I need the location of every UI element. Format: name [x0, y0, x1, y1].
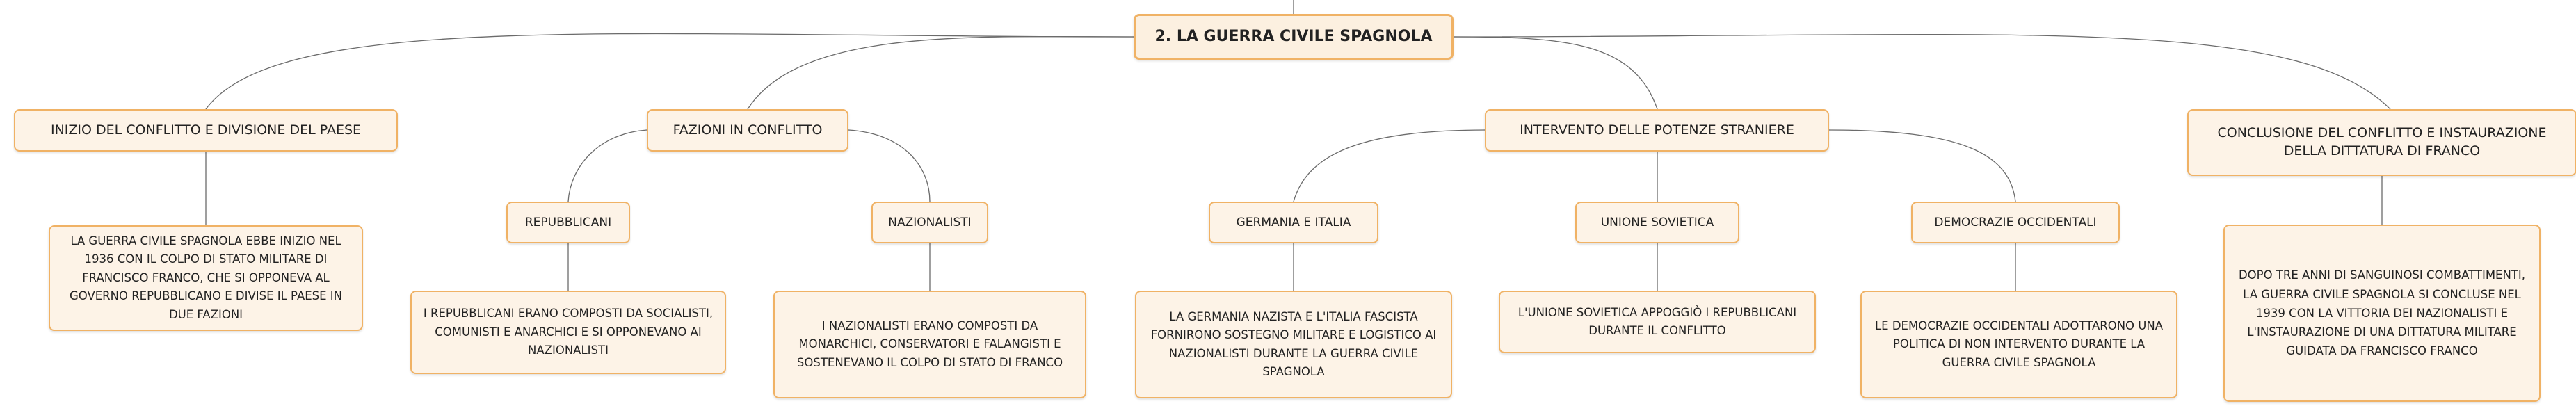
- connector-intervento-germania: [1293, 129, 1486, 202]
- root-node[interactable]: 2. LA GUERRA CIVILE SPAGNOLA: [1134, 14, 1454, 60]
- node-repubblicani[interactable]: REPUBBLICANI: [506, 202, 630, 243]
- node-intervento[interactable]: INTERVENTO DELLE POTENZE STRANIERE: [1485, 109, 1829, 152]
- text-democrazie-occidentali[interactable]: LE DEMOCRAZIE OCCIDENTALI ADOTTARONO UNA…: [1860, 291, 2177, 398]
- connector-root-conclusione: [1453, 33, 2391, 110]
- text-germania-italia[interactable]: LA GERMANIA NAZISTA E L'ITALIA FASCISTA …: [1135, 291, 1452, 398]
- text-inizio[interactable]: LA GUERRA CIVILE SPAGNOLA EBBE INIZIO NE…: [49, 225, 363, 331]
- text-repubblicani[interactable]: I REPUBBLICANI ERANO COMPOSTI DA SOCIALI…: [410, 291, 726, 374]
- node-democrazie-occidentali[interactable]: DEMOCRAZIE OCCIDENTALI: [1911, 202, 2120, 243]
- node-conclusione[interactable]: CONCLUSIONE DEL CONFLITTO E INSTAURAZION…: [2187, 109, 2576, 176]
- node-fazioni[interactable]: FAZIONI IN CONFLITTO: [647, 109, 848, 152]
- text-unione-sovietica[interactable]: L'UNIONE SOVIETICA APPOGGIÒ I REPUBBLICA…: [1499, 291, 1816, 353]
- node-germania-italia[interactable]: GERMANIA E ITALIA: [1209, 202, 1378, 243]
- node-nazionalisti[interactable]: NAZIONALISTI: [871, 202, 988, 243]
- node-inizio[interactable]: INIZIO DEL CONFLITTO E DIVISIONE DEL PAE…: [14, 109, 398, 152]
- connector-intervento-democrazie: [1828, 129, 2016, 202]
- connector-root-fazioni: [747, 35, 1134, 110]
- connector-fazioni-nazionalisti: [848, 129, 931, 202]
- text-nazionalisti[interactable]: I NAZIONALISTI ERANO COMPOSTI DA MONARCH…: [773, 291, 1086, 398]
- node-unione-sovietica[interactable]: UNIONE SOVIETICA: [1575, 202, 1739, 243]
- connector-root-intervento: [1453, 36, 1658, 110]
- connector-root-inizio: [205, 33, 1134, 110]
- text-conclusione[interactable]: DOPO TRE ANNI DI SANGUINOSI COMBATTIMENT…: [2223, 225, 2541, 402]
- connector-fazioni-repubblicani: [567, 129, 647, 202]
